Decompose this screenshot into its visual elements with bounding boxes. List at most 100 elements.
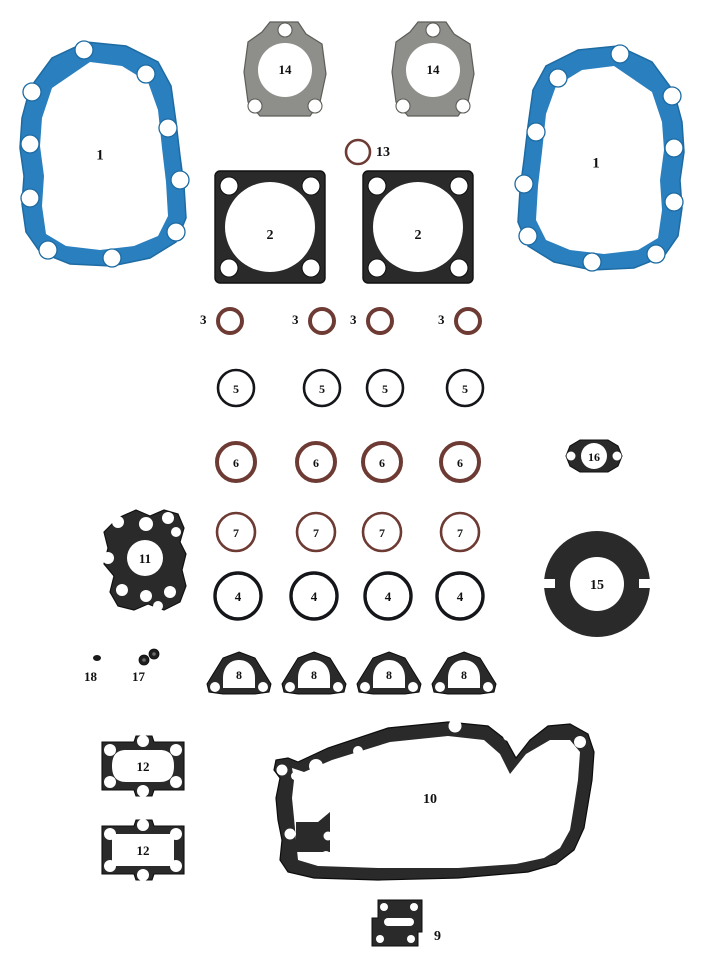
part-8-window-c: [373, 660, 405, 688]
part-1-left-bolt-holes: [20, 40, 190, 268]
part-18-label: 18: [84, 669, 97, 684]
part-6-ring-b: [295, 441, 337, 483]
part-18-tiny-washer: [90, 652, 104, 664]
part-2-left-number: 2: [267, 228, 274, 243]
part-16-bore: [581, 443, 607, 469]
part-7-number-c: 7: [379, 526, 385, 540]
part-7-number-d: 7: [457, 526, 463, 540]
part-12-bottom-number: 12: [137, 843, 150, 858]
part-5-ring-a: [216, 368, 256, 408]
part-6-o-ring-a: 6: [212, 438, 260, 486]
part-5-number-d: 5: [462, 382, 468, 396]
part-11-number: 11: [139, 551, 151, 566]
part-11-center-bore: [127, 540, 163, 576]
part-5-number-a: 5: [233, 382, 239, 396]
part-2-left-bolt-holes: [219, 176, 321, 278]
part-7-o-ring-a: 7: [212, 508, 260, 556]
part-6-number-d: 6: [457, 456, 463, 470]
part-7-ring-d: [439, 511, 481, 553]
part-4-o-ring-d: 4: [432, 568, 488, 624]
part-6-o-ring-d: 6: [436, 438, 484, 486]
part-8-bolt-holes-c: [360, 682, 418, 692]
part-17-body: [138, 648, 160, 666]
part-3-label-c: 3: [350, 312, 357, 327]
part-12-top-window: [112, 750, 174, 782]
part-10-timing-cover-gasket: 10: [258, 700, 598, 890]
part-8-gasket-c: 8: [353, 650, 425, 696]
part-6-ring-a: [215, 441, 257, 483]
part-6-number-b: 6: [313, 456, 319, 470]
part-1-left-head-gasket: 1: [8, 36, 208, 276]
part-8-number-a: 8: [236, 668, 242, 682]
part-14-left-exhaust-flange-gasket: 14: [240, 18, 330, 124]
part-1-right-bolt-holes: [514, 44, 684, 272]
part-16-bolt-holes: [566, 451, 622, 461]
part-17-holes: [142, 652, 156, 662]
part-3-o-ring-a: [214, 305, 246, 337]
part-7-ring-c: [361, 511, 403, 553]
part-3-ring-a: [216, 307, 244, 335]
part-14-right-bore: [406, 43, 460, 97]
part-5-ring-b: [302, 368, 342, 408]
part-6-number-c: 6: [379, 456, 385, 470]
part-12-top-bolt-holes: [104, 735, 182, 797]
part-6-ring-c: [361, 441, 403, 483]
part-11-oil-pump-gasket: 11: [96, 506, 196, 616]
part-8-window-a: [223, 660, 255, 688]
part-12-gasket-top: 12: [96, 734, 190, 798]
part-3-ring-b: [308, 307, 336, 335]
part-3-label-d: 3: [438, 312, 445, 327]
part-5-ring-c: [365, 368, 405, 408]
part-15-notch-left: [542, 579, 555, 588]
part-1-right-number: 1: [592, 155, 600, 171]
part-1-right-head-gasket: 1: [496, 40, 696, 280]
part-8-window-b: [298, 660, 330, 688]
part-16-thermostat-gasket: 16: [562, 436, 626, 478]
part-6-o-ring-c: 6: [358, 438, 406, 486]
part-8-number-d: 8: [461, 668, 467, 682]
part-4-o-ring-c: 4: [360, 568, 416, 624]
part-3-ring-c: [366, 307, 394, 335]
part-7-o-ring-b: 7: [292, 508, 340, 556]
part-12-bottom-window: [112, 834, 174, 866]
part-7-o-ring-d: 7: [436, 508, 484, 556]
part-15-bore: [570, 557, 624, 611]
part-8-gasket-b: 8: [278, 650, 350, 696]
part-17-label: 17: [132, 669, 145, 684]
part-4-ring-a: [213, 571, 263, 621]
part-4-number-b: 4: [311, 589, 318, 604]
part-8-number-c: 8: [386, 668, 392, 682]
part-13-label: 13: [376, 145, 390, 160]
part-2-left-bore: [225, 182, 315, 272]
part-9-oil-pump-body-gasket: [364, 898, 434, 950]
part-18-body: [93, 655, 101, 661]
part-4-ring-d: [435, 571, 485, 621]
part-4-ring-c: [363, 571, 413, 621]
part-3-o-ring-d: [452, 305, 484, 337]
part-16-number: 16: [588, 450, 600, 464]
part-8-bolt-holes-d: [435, 682, 493, 692]
part-11-holes: [102, 512, 181, 611]
part-7-number-a: 7: [233, 526, 239, 540]
part-15-notch-right: [639, 579, 652, 588]
part-4-number-a: 4: [235, 589, 242, 604]
part-5-o-ring-b: 5: [300, 366, 344, 410]
part-2-left-base-gasket: 2: [212, 168, 328, 286]
part-5-o-ring-c: 5: [363, 366, 407, 410]
part-3-o-ring-c: [364, 305, 396, 337]
part-3-ring-d: [454, 307, 482, 335]
part-17-washer-pair: [136, 648, 162, 668]
part-4-o-ring-a: 4: [210, 568, 266, 624]
part-12-bottom-bolt-holes: [104, 819, 182, 881]
part-4-number-c: 4: [385, 589, 392, 604]
part-1-left-number: 1: [96, 147, 104, 163]
part-14-right-number: 14: [427, 62, 441, 77]
part-6-o-ring-b: 6: [292, 438, 340, 486]
part-8-bolt-holes-b: [285, 682, 343, 692]
part-8-bolt-holes-a: [210, 682, 268, 692]
part-13-ring: [344, 138, 372, 166]
part-5-o-ring-a: 5: [214, 366, 258, 410]
part-8-gasket-d: 8: [428, 650, 500, 696]
part-7-ring-b: [295, 511, 337, 553]
